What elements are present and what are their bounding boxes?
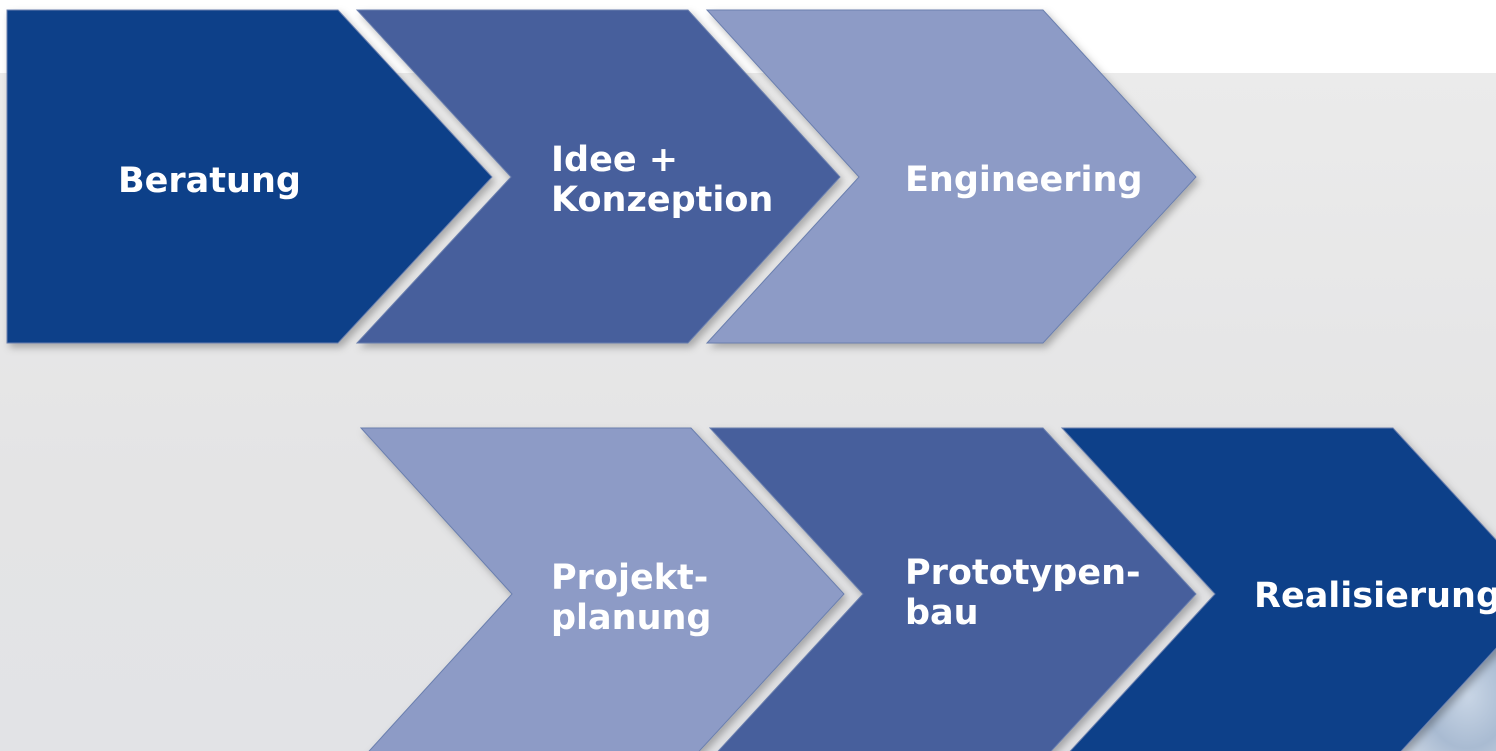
step-idee-konzeption-arrow [355, 9, 841, 344]
step-label-projektplanung: Projekt- planung [551, 558, 712, 638]
step-beratung-arrow [6, 9, 493, 344]
step-label-idee-konzeption: Idee + Konzeption [551, 140, 774, 220]
step-projektplanung-arrow [359, 427, 845, 751]
step-label-realisierung: Realisierung [1254, 576, 1496, 616]
row-2 [359, 427, 1496, 751]
step-label-prototypenbau: Prototypen- bau [905, 553, 1141, 633]
step-engineering-arrow [705, 9, 1197, 344]
row-1 [6, 9, 1197, 344]
step-label-engineering: Engineering [905, 160, 1143, 200]
step-realisierung-arrow [1060, 427, 1496, 751]
step-prototypenbau-arrow [708, 427, 1197, 751]
step-label-beratung: Beratung [118, 161, 301, 201]
